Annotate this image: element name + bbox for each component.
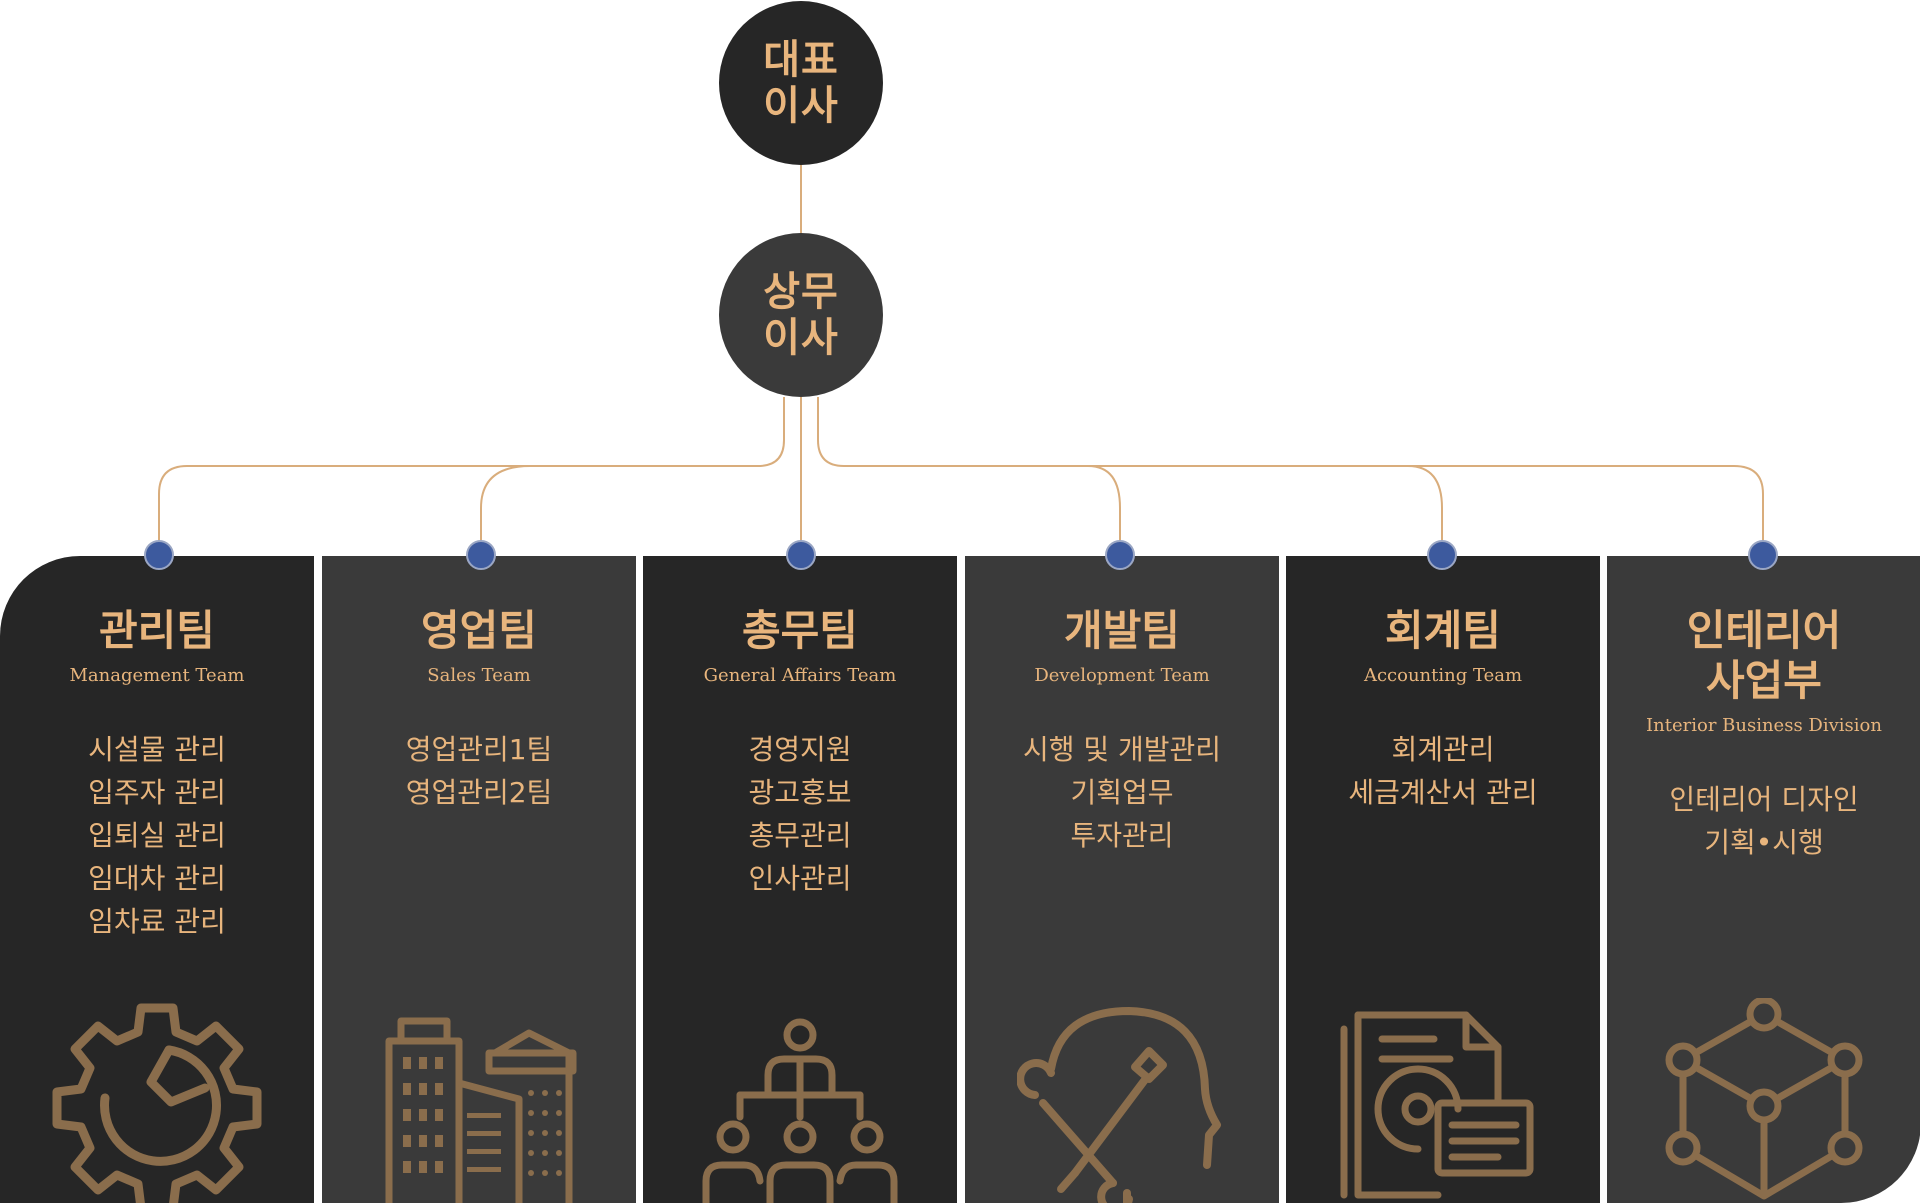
team-subtitle: Management Team [69,665,245,686]
duty-item: 영업관리2팀 [405,776,553,809]
document-chart-icon [1340,1011,1534,1199]
duty-list: 시행 및 개발관리 기획업무 투자관리 [965,728,1279,857]
team-name: 총무팀 [742,606,858,655]
duty-list: 경영지원 광고홍보 총무관리 인사관리 [643,728,957,900]
ceo-label: 대표 이사 [763,37,839,129]
right-branch-line [817,397,1764,555]
duty-item: 경영지원 [748,733,852,766]
duty-item: 회계관리 [1391,733,1495,766]
people-hierarchy-icon [702,1018,898,1203]
team-column-sales: 영업팀 Sales Team 영업관리1팀 영업관리2팀 [322,556,636,1203]
team-subtitle: Development Team [1034,665,1210,686]
duty-list: 인테리어 디자인 기획•시행 [1607,778,1920,864]
team-name: 개발팀 [1064,606,1180,655]
duty-item: 총무관리 [748,819,852,852]
team-subtitle: Sales Team [427,665,531,686]
ceo-node: 대표 이사 [719,1,883,165]
team-subtitle: Accounting Team [1363,665,1523,686]
duty-item: 임차료 관리 [88,905,226,938]
cube-network-icon [1665,998,1863,1200]
branch-dev-line [1087,465,1121,555]
team-name: 인테리어 사업부 [1686,606,1842,705]
team-name: 영업팀 [421,606,537,655]
duty-list: 회계관리 세금계산서 관리 [1286,728,1600,814]
duty-item: 광고홍보 [748,776,852,809]
team-column-interior: 인테리어 사업부 Interior Business Division 인테리어… [1607,556,1920,1203]
duty-item: 임대차 관리 [88,862,226,895]
gear-wrench-icon [52,1003,262,1203]
branch-sales-line [480,465,531,555]
duty-item: 기획업무 [1070,776,1174,809]
buildings-icon [385,1017,577,1203]
branch-acct-line [1407,465,1443,555]
duty-list: 영업관리1팀 영업관리2팀 [322,728,636,814]
duty-item: 투자관리 [1070,819,1174,852]
duty-item: 인테리어 디자인 [1669,783,1859,816]
team-column-development: 개발팀 Development Team 시행 및 개발관리 기획업무 투자관리 [965,556,1279,1203]
team-column-management: 관리팀 Management Team 시설물 관리 입주자 관리 입퇴실 관리… [0,556,314,1203]
team-name: 관리팀 [99,606,215,655]
director-node: 상무 이사 [719,233,883,397]
duty-item: 시행 및 개발관리 [1022,733,1222,766]
duty-item: 세금계산서 관리 [1348,776,1538,809]
duty-item: 영업관리1팀 [405,733,553,766]
director-label: 상무 이사 [763,269,839,361]
duty-list: 시설물 관리 입주자 관리 입퇴실 관리 임대차 관리 임차료 관리 [0,728,314,943]
duty-item: 기획•시행 [1704,826,1824,859]
duty-item: 인사관리 [748,862,852,895]
left-branch-line [158,397,785,555]
team-column-general-affairs: 총무팀 General Affairs Team 경영지원 광고홍보 총무관리 … [643,556,957,1203]
duty-item: 입퇴실 관리 [88,819,226,852]
team-subtitle: General Affairs Team [703,665,897,686]
team-subtitle: Interior Business Division [1646,715,1882,736]
team-name: 회계팀 [1385,606,1501,655]
duty-item: 입주자 관리 [88,776,226,809]
head-tools-icon [1017,1007,1221,1203]
team-column-accounting: 회계팀 Accounting Team 회계관리 세금계산서 관리 [1286,556,1600,1203]
duty-item: 시설물 관리 [88,733,226,766]
